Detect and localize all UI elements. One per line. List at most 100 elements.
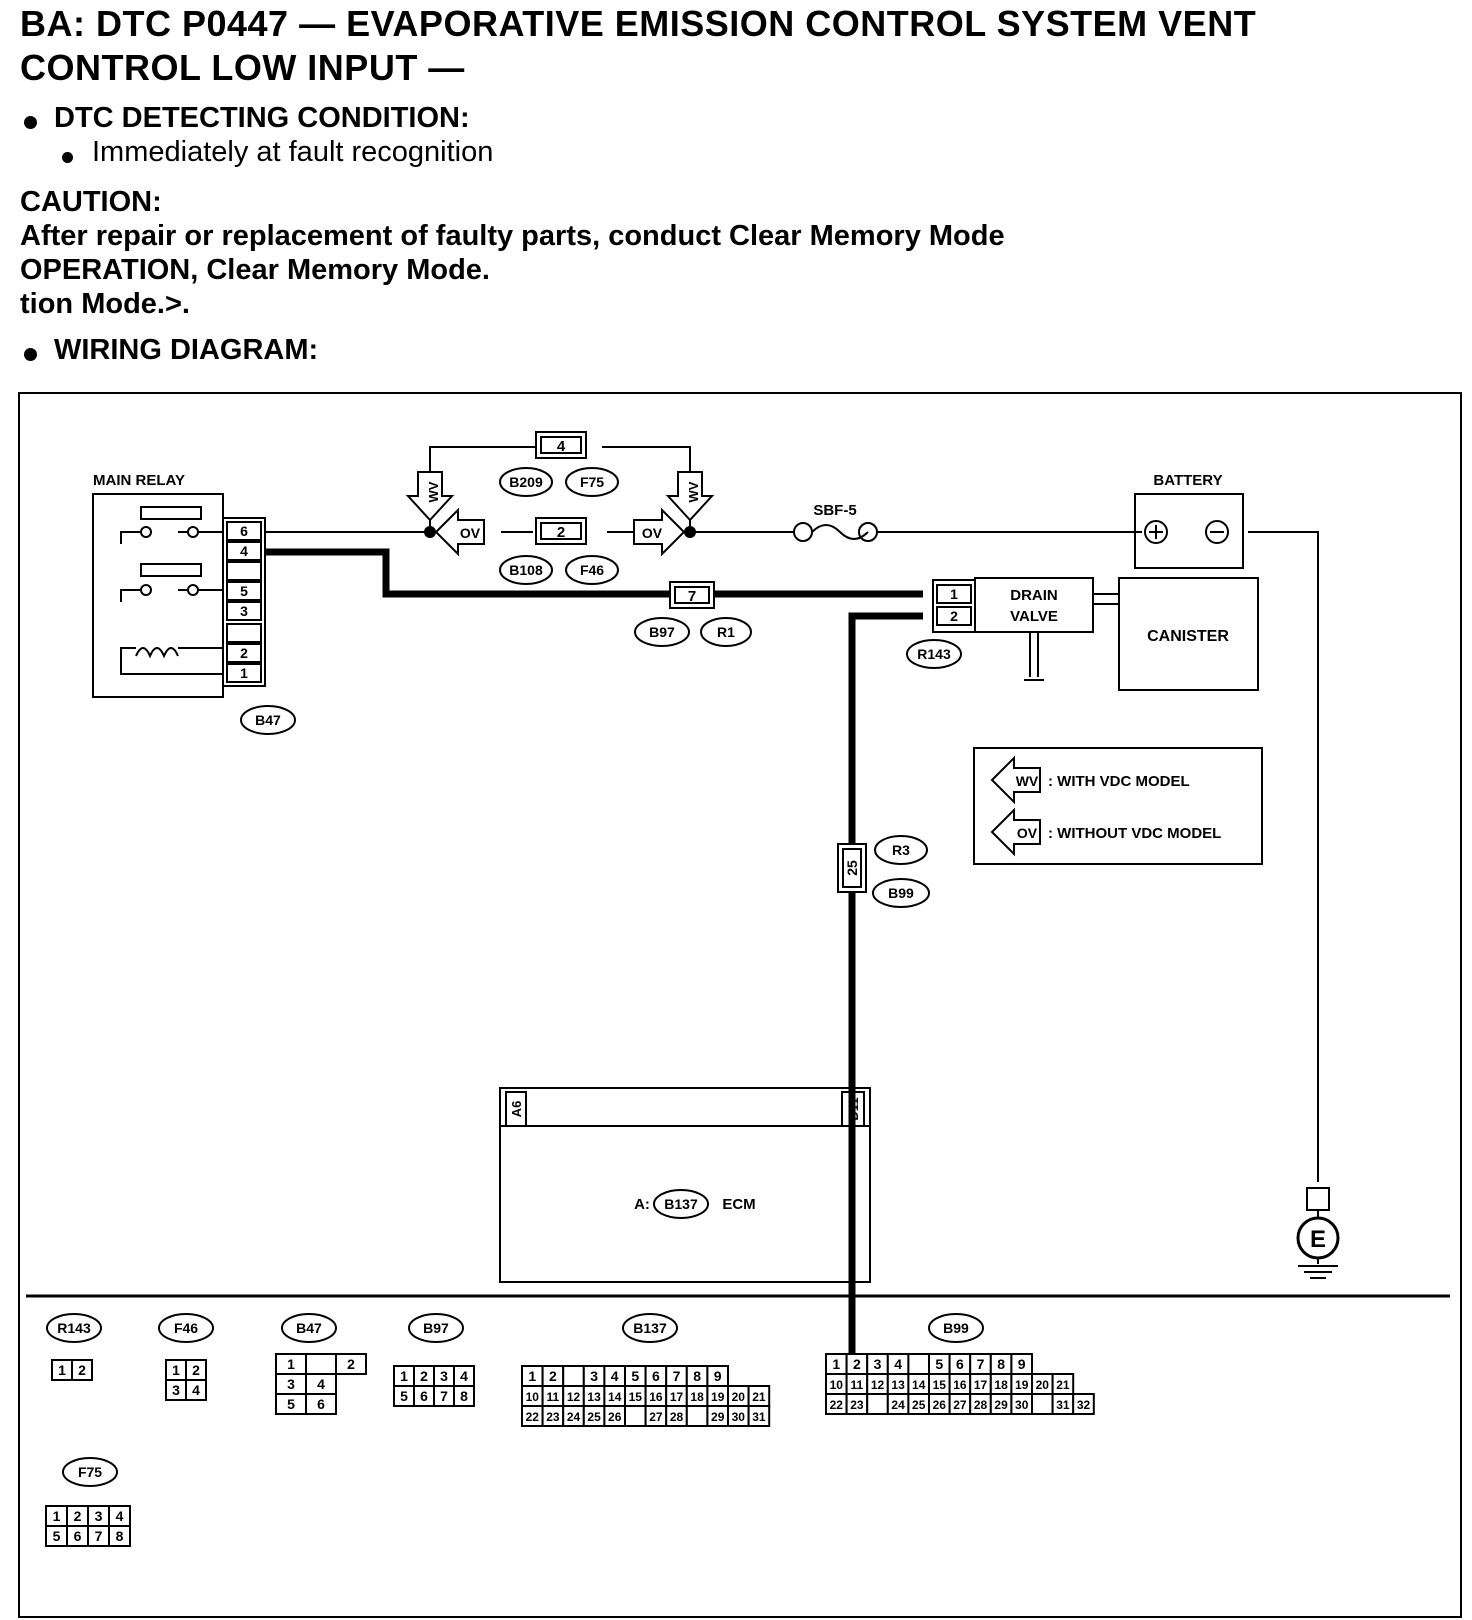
- pin-label: 12: [567, 1390, 581, 1404]
- pin-label: 18: [690, 1390, 704, 1404]
- legend-ov: OV : WITHOUT VDC MODEL: [990, 807, 1221, 857]
- pin-label: 13: [891, 1378, 905, 1392]
- ecm: A6 D11 A: B137 ECM: [499, 1087, 871, 1283]
- wv-arrow-icon: WV: [405, 471, 455, 522]
- pin-cell: [562, 1365, 585, 1387]
- connector-tag-ellipse: [622, 1313, 678, 1343]
- detecting-label: DTC DETECTING CONDITION:: [54, 102, 470, 134]
- pin-label: 1: [832, 1356, 840, 1372]
- relay-pin: 5: [240, 583, 248, 599]
- pin-label: 6: [317, 1396, 325, 1412]
- pin-cell: [453, 1385, 475, 1407]
- canister: CANISTER: [1118, 577, 1259, 691]
- pin-label: 10: [526, 1390, 540, 1404]
- relay-pin: 3: [240, 603, 248, 619]
- pin-label: 1: [53, 1508, 61, 1524]
- connector-tag: B99: [888, 885, 914, 901]
- pin-label: 2: [74, 1508, 82, 1524]
- pin-label: 5: [287, 1396, 295, 1412]
- pin-label: 7: [440, 1388, 448, 1404]
- ground-icon: E: [1296, 1187, 1340, 1279]
- pin-label: 31: [752, 1410, 766, 1424]
- svg-text:WV: WV: [1016, 773, 1039, 789]
- pin-label: 29: [711, 1410, 725, 1424]
- pin-label: 20: [1036, 1378, 1050, 1392]
- pin-label: 9: [714, 1368, 722, 1384]
- pin-cell: [866, 1393, 889, 1415]
- pin-label: 19: [1015, 1378, 1029, 1392]
- pin-label: 32: [1077, 1398, 1091, 1412]
- main-relay: MAIN RELAY 6 4 5 3 2 1 B47: [92, 472, 296, 735]
- wiring-label: WIRING DIAGRAM:: [54, 334, 319, 366]
- pin-label: 3: [287, 1376, 295, 1392]
- connector-tag-label: R143: [57, 1320, 91, 1336]
- title-line-2: CONTROL LOW INPUT —: [20, 47, 465, 88]
- fuse-icon: SBF-5: [793, 502, 878, 542]
- ecm-connector-tag: B137: [664, 1196, 698, 1212]
- connector-tag-ellipse: [158, 1313, 214, 1343]
- relay-connector-tag: B47: [255, 712, 281, 728]
- pin-cell: [1031, 1393, 1054, 1415]
- connector-tag-ellipse: [62, 1457, 118, 1487]
- pin-label: 26: [933, 1398, 947, 1412]
- pin-label: 19: [711, 1390, 725, 1404]
- pin-label: 26: [608, 1410, 622, 1424]
- connector-tag: F75: [580, 474, 604, 490]
- connector-pinout-b47: B47 1 2 3 4 5 6: [275, 1313, 367, 1415]
- pin-label: 10: [830, 1378, 844, 1392]
- pin-cell: [685, 1405, 709, 1427]
- joint-connector-4: 4 B209 F75: [499, 431, 619, 497]
- pin-label: 2: [347, 1356, 355, 1372]
- pin-label: 28: [974, 1398, 988, 1412]
- pin-label: 25: [587, 1410, 601, 1424]
- pin-label: 4: [192, 1382, 200, 1398]
- joint-pin: 2: [557, 524, 565, 541]
- pin-cell: [747, 1405, 771, 1427]
- connector-tag: R143: [917, 646, 951, 662]
- connector-tag-label: B47: [296, 1320, 322, 1336]
- fuse-label: SBF-5: [813, 502, 856, 519]
- pin-label: 5: [935, 1356, 943, 1372]
- bullet-icon: [62, 152, 73, 163]
- pin-label: 29: [994, 1398, 1008, 1412]
- pin-label: 6: [420, 1388, 428, 1404]
- ecm-label: ECM: [722, 1196, 755, 1213]
- diagram-frame: [18, 392, 1462, 1618]
- pin-label: 22: [526, 1410, 540, 1424]
- pin-label: 4: [116, 1508, 124, 1524]
- pin-cell: [335, 1353, 367, 1375]
- pin-label: 14: [912, 1378, 926, 1392]
- pin-label: 1: [287, 1356, 295, 1372]
- legend: WV : WITH VDC MODEL OV : WITHOUT VDC MOD…: [973, 747, 1263, 865]
- pin-label: 15: [629, 1390, 643, 1404]
- relay-pin: 2: [240, 645, 248, 661]
- pin-label: 30: [732, 1410, 746, 1424]
- pin-label: 30: [1015, 1398, 1029, 1412]
- connector-tag-label: B137: [633, 1320, 667, 1336]
- pin-label: 25: [912, 1398, 926, 1412]
- drain-pin: 1: [950, 586, 958, 602]
- connector-tag-label: B97: [423, 1320, 449, 1336]
- pin-label: 28: [670, 1410, 684, 1424]
- relay-pins: 6 4 5 3 2 1: [226, 521, 262, 683]
- connector-tag-ellipse: [928, 1313, 984, 1343]
- pin-label: 24: [567, 1410, 581, 1424]
- connector-tag-label: B99: [943, 1320, 969, 1336]
- pin-label: 24: [891, 1398, 905, 1412]
- connector-tag: R1: [717, 624, 735, 640]
- pin-label: 16: [953, 1378, 967, 1392]
- joint-connector-7: 7 B97 R1: [634, 581, 752, 647]
- connector-tag-ellipse: [408, 1313, 464, 1343]
- wire-pin4: [265, 548, 923, 598]
- title-line-1: BA: DTC P0447 — EVAPORATIVE EMISSION CON…: [20, 3, 1257, 44]
- pin-label: 4: [317, 1376, 325, 1392]
- ecm-pin: D11: [846, 1097, 861, 1120]
- svg-text:WV: WV: [426, 481, 441, 502]
- pin-label: 21: [752, 1390, 766, 1404]
- pin-label: 27: [953, 1398, 967, 1412]
